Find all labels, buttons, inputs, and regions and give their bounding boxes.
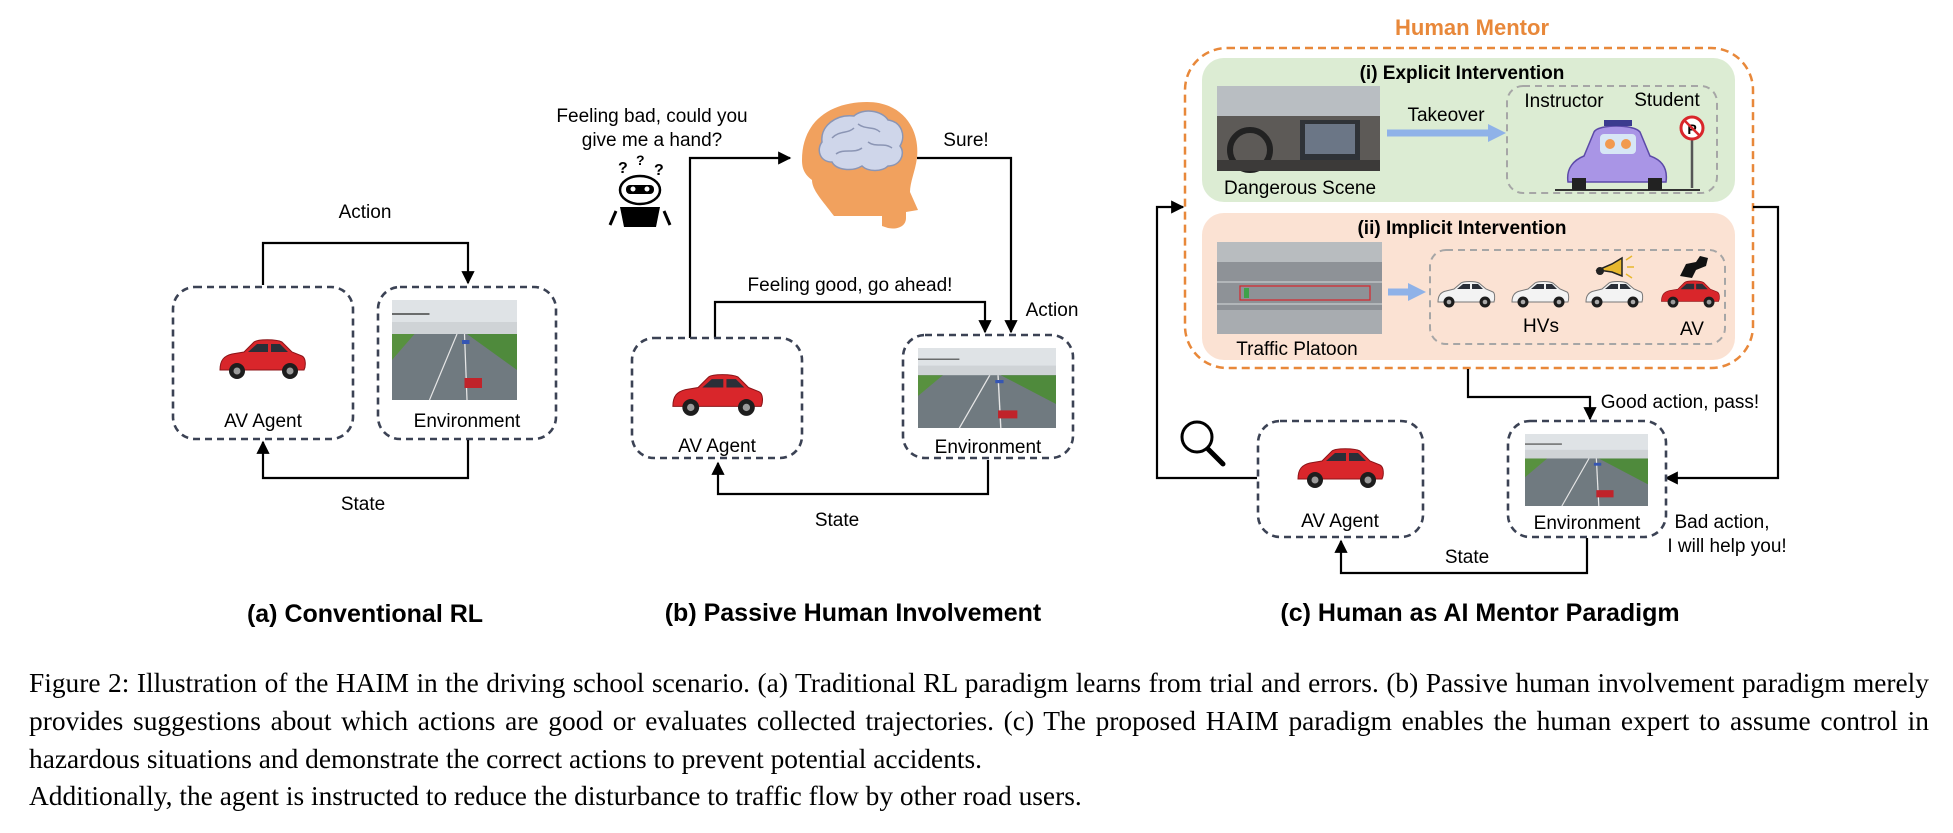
hvs-label: HVs — [1523, 316, 1559, 337]
state-arrow-b — [711, 460, 990, 496]
good-action-label: Good action, pass! — [1601, 392, 1759, 413]
sure-arrow — [917, 156, 1018, 334]
dog-icon — [1680, 256, 1708, 278]
environment-box-b — [901, 333, 1075, 460]
action-label-a: Action — [339, 202, 392, 223]
environment-screenshot-c — [1524, 433, 1649, 507]
good-arrow — [713, 300, 992, 338]
help-request-arrow — [688, 151, 792, 338]
human-head-icon — [802, 102, 918, 229]
magnifier-icon — [1180, 420, 1226, 467]
environment-box-a — [376, 285, 558, 441]
svg-text:?: ? — [636, 152, 645, 168]
bad-action-line-1: Bad action, — [1674, 512, 1769, 533]
haim-figure: Action AV Agent Environment State (a) Co… — [171, 15, 1787, 628]
traffic-platoon-image — [1217, 242, 1382, 334]
panel-c: Human Mentor (i) Explicit Intervention D… — [1155, 15, 1787, 627]
environment-screenshot-a — [391, 299, 518, 401]
takeover-label: Takeover — [1407, 105, 1485, 126]
av-agent-label-b: AV Agent — [678, 436, 757, 457]
action-arrow-a — [261, 241, 475, 285]
environment-label-c: Environment — [1534, 513, 1641, 534]
av-agent-box-c — [1256, 419, 1425, 539]
av-agent-box-b — [630, 336, 804, 460]
caption-text: Figure 2: Illustration of the HAIM in th… — [29, 668, 1929, 774]
platoon-arrow-head — [1408, 283, 1426, 301]
student-label: Student — [1634, 90, 1700, 111]
state-label-c: State — [1445, 547, 1489, 568]
environment-label-b: Environment — [935, 437, 1042, 458]
explicit-intervention-title: (i) Explicit Intervention — [1360, 63, 1565, 84]
robot-icon: ? ? ? — [608, 152, 672, 227]
dangerous-scene-label: Dangerous Scene — [1224, 178, 1376, 199]
red-car-icon — [1297, 448, 1384, 489]
human-mentor-title: Human Mentor — [1395, 15, 1549, 40]
good-action-arrow — [1466, 369, 1597, 421]
driving-school-car-icon — [1555, 120, 1700, 191]
state-arrow-c — [1334, 538, 1589, 575]
figure-caption: Figure 2: Illustration of the HAIM in th… — [29, 665, 1929, 816]
environment-label-a: Environment — [414, 411, 521, 432]
panel-a-title: (a) Conventional RL — [247, 600, 483, 628]
av-agent-label-a: AV Agent — [224, 411, 303, 432]
implicit-intervention-title: (ii) Implicit Intervention — [1357, 218, 1566, 239]
dangerous-scene-image — [1217, 86, 1380, 173]
sure-label: Sure! — [943, 130, 988, 151]
speech-line-1: Feeling bad, could you — [556, 106, 747, 127]
panel-b: Feeling bad, could you give me a hand? ?… — [556, 102, 1078, 627]
speech-line-2: give me a hand? — [582, 130, 723, 151]
takeover-arrow-head — [1488, 124, 1506, 142]
state-arrow-a — [256, 440, 470, 480]
caption-text-last: Additionally, the agent is instructed to… — [29, 781, 1082, 812]
environment-box-c — [1506, 419, 1668, 539]
panel-b-title: (b) Passive Human Involvement — [665, 599, 1042, 627]
panel-a: Action AV Agent Environment State (a) Co… — [171, 202, 558, 628]
svg-text:?: ? — [654, 162, 664, 179]
traffic-platoon-label: Traffic Platoon — [1236, 339, 1357, 360]
action-label-b: Action — [1026, 300, 1079, 321]
environment-screenshot-b — [916, 346, 1058, 430]
feeling-good-label: Feeling good, go ahead! — [748, 275, 953, 296]
instructor-student-box — [1506, 85, 1718, 194]
horn-icon — [1595, 255, 1634, 279]
red-car-icon — [219, 339, 306, 380]
red-car-icon — [672, 374, 764, 417]
state-label-b: State — [815, 510, 859, 531]
agent-to-mentor-arrow — [1155, 200, 1257, 480]
av-label: AV — [1680, 319, 1704, 340]
panel-c-title: (c) Human as AI Mentor Paradigm — [1280, 599, 1679, 627]
parking-sign-icon: P — [1679, 115, 1705, 188]
bad-action-line-2: I will help you! — [1667, 536, 1786, 557]
av-agent-label-c: AV Agent — [1301, 511, 1380, 532]
instructor-label: Instructor — [1524, 91, 1604, 112]
bad-action-arrow — [1664, 205, 1780, 485]
svg-text:?: ? — [618, 160, 628, 177]
vehicle-row-box — [1429, 249, 1726, 345]
state-label-a: State — [341, 494, 385, 515]
